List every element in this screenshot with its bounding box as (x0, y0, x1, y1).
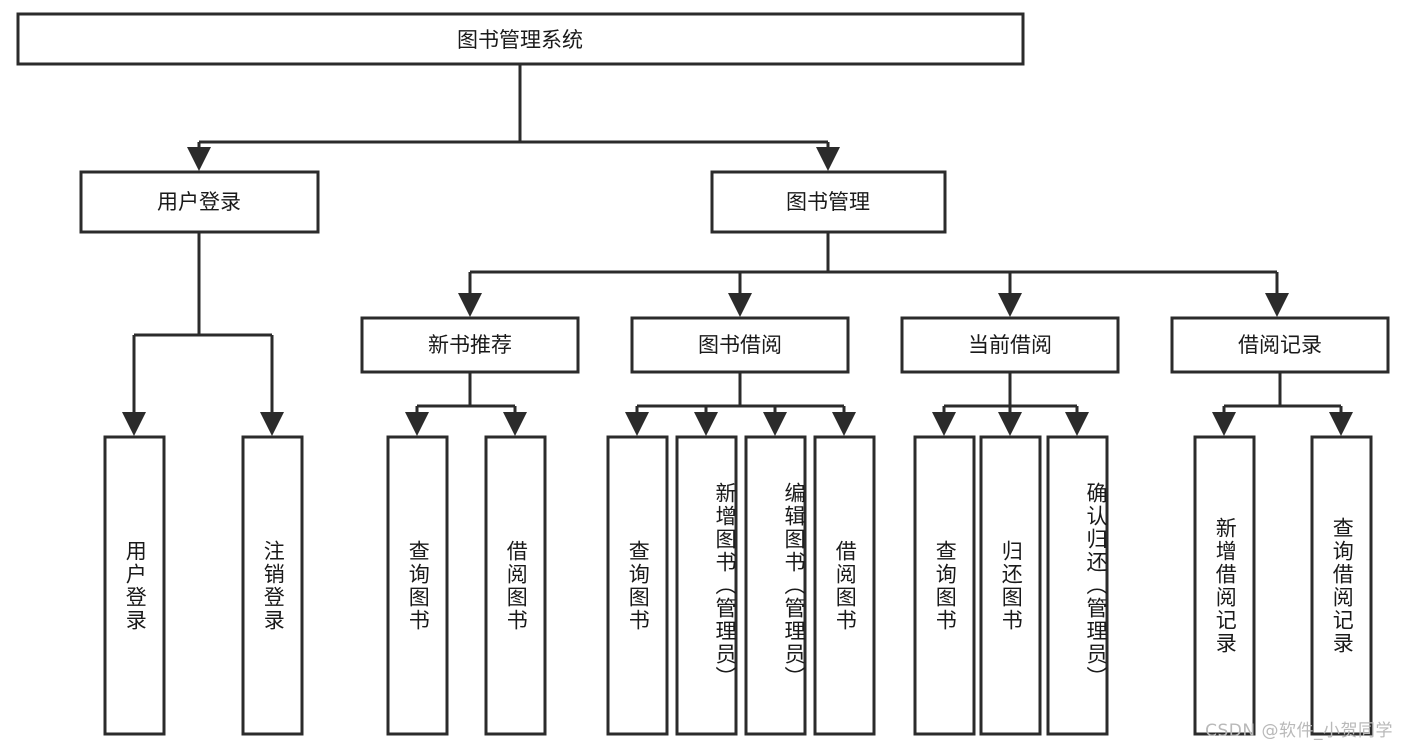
node-leaf-edit-book-box[interactable] (744, 435, 807, 736)
node-root[interactable]: 图书管理系统 (16, 12, 1025, 66)
node-book-manage-box[interactable] (710, 170, 947, 234)
node-user-login-label: 用户登录 (157, 190, 241, 214)
node-book-manage-label: 图书管理 (786, 190, 870, 214)
node-book-manage[interactable]: 图书管理 (710, 170, 947, 234)
node-leaf-user-login-box[interactable] (103, 435, 166, 736)
node-root-box[interactable] (16, 12, 1025, 66)
node-new-book-recommend[interactable]: 新书推荐 (360, 316, 580, 374)
node-leaf-user-logout-box[interactable] (241, 435, 304, 736)
watermark-text: CSDN @软件_小贺同学 (1205, 721, 1393, 741)
node-user-login-box[interactable] (79, 170, 320, 234)
node-new-book-recommend-box[interactable] (360, 316, 580, 374)
node-leaf-add-record-box[interactable] (1193, 435, 1256, 736)
node-leaf-return-book-box[interactable] (979, 435, 1042, 736)
connector-layer (122, 64, 1353, 436)
node-user-login[interactable]: 用户登录 (79, 170, 320, 234)
node-leaf-borrow-book-2-box[interactable] (813, 435, 876, 736)
node-root-label: 图书管理系统 (457, 28, 583, 52)
node-book-borrow-label: 图书借阅 (698, 333, 782, 357)
node-leaf-borrow-book-1-box[interactable] (484, 435, 547, 736)
node-borrow-record-box[interactable] (1170, 316, 1390, 374)
node-leaf-add-book-box[interactable] (675, 435, 738, 736)
node-borrow-record-label: 借阅记录 (1238, 333, 1322, 357)
node-leaf-query-book-2-box[interactable] (606, 435, 669, 736)
node-new-book-recommend-label: 新书推荐 (428, 333, 512, 357)
node-borrow-record[interactable]: 借阅记录 (1170, 316, 1390, 374)
node-leaf-confirm-return-box[interactable] (1046, 435, 1109, 736)
node-layer: 图书管理系统 用户登录 图书管理 新书推荐 图书借阅 (16, 12, 1390, 736)
node-leaf-query-book-1-box[interactable] (386, 435, 449, 736)
node-leaf-query-record-box[interactable] (1310, 435, 1373, 736)
node-current-borrow-label: 当前借阅 (968, 333, 1052, 357)
node-leaf-query-book-3-box[interactable] (913, 435, 976, 736)
node-book-borrow[interactable]: 图书借阅 (630, 316, 850, 374)
node-current-borrow[interactable]: 当前借阅 (900, 316, 1120, 374)
node-book-borrow-box[interactable] (630, 316, 850, 374)
node-current-borrow-box[interactable] (900, 316, 1120, 374)
